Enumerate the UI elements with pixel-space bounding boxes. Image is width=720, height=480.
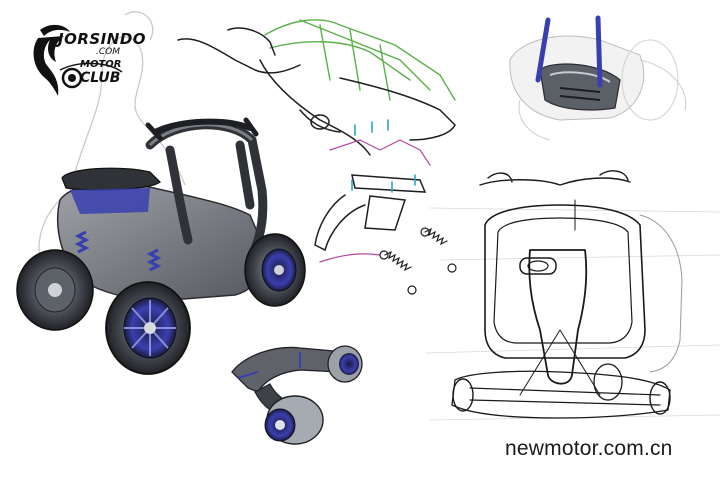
headlight-detail-sketch [509,15,687,141]
logo-domain-suffix: .COM [96,47,120,57]
logo-motor-label: MOTOR [80,59,122,70]
bolt-markers [351,119,416,193]
front-view-line-drawing [451,170,683,419]
brand-logo [33,24,123,96]
construction-lines [424,207,720,421]
logo-wordmark: JORSINDO [58,30,147,48]
swingarm-detail [231,345,363,445]
vehicle-render [16,117,306,375]
blue-suspension-springs [74,230,162,272]
logo-club-label: CLUB [80,70,121,86]
vehicle-handlebar [152,118,253,135]
vehicle-seat [61,167,161,191]
exploded-frame-sketch [177,19,457,295]
front-headlamp [519,257,557,275]
swingarm-front-hub [264,395,324,445]
front-left-wheel [105,281,191,375]
exploded-springs [379,227,457,295]
rear-left-wheel [16,249,94,331]
site-watermark: newmotor.com.cn [505,437,673,460]
front-right-wheel [244,233,306,307]
swingarm-rear-hub [327,345,363,383]
